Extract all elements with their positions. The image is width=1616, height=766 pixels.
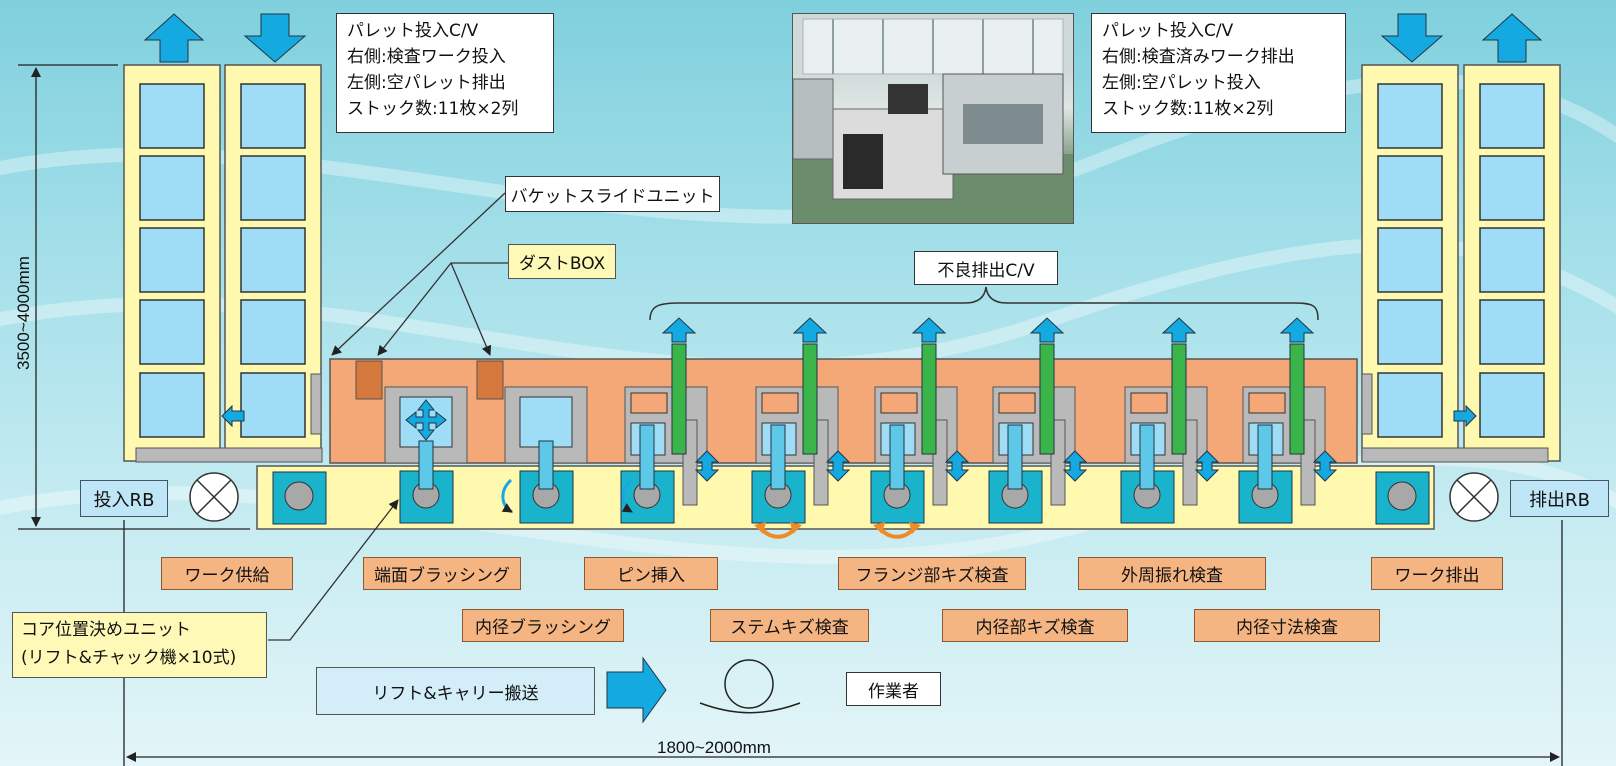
process-inner-brushing: 内径ブラッシング bbox=[462, 609, 624, 642]
vertical-move-arrow-icon bbox=[1194, 450, 1220, 482]
right-pallet-conveyor bbox=[1361, 64, 1561, 463]
left-cv-line-3: 左側:空パレット排出 bbox=[347, 73, 506, 93]
right-cv-line-2: 右側:検査済みワーク排出 bbox=[1102, 47, 1295, 67]
four-way-arrow-icon bbox=[405, 399, 447, 441]
core-unit-callout: コア位置決めユニット (リフト&チャック機×10式) bbox=[12, 612, 267, 678]
dust-box-left bbox=[355, 360, 383, 400]
leader-core-unit bbox=[268, 499, 399, 641]
rotate-icon bbox=[501, 478, 513, 514]
rotate-orange-head-icon bbox=[909, 522, 921, 534]
right-shift-arrow-icon bbox=[1453, 404, 1477, 428]
leader-bucket-slide bbox=[331, 192, 506, 356]
output-robot-icon bbox=[1449, 472, 1499, 522]
left-cv-line-1: パレット投入C/V bbox=[347, 21, 479, 41]
reject-up-arrow-icon bbox=[911, 317, 947, 343]
process-end-brushing: 端面ブラッシング bbox=[363, 557, 521, 590]
transport-legend-label: リフト&キャリー搬送 bbox=[316, 667, 595, 715]
vertical-move-arrow-icon bbox=[825, 450, 851, 482]
reject-cv-brace bbox=[649, 286, 1319, 321]
process-stem-inspection: ステムキズ検査 bbox=[710, 609, 869, 642]
worker-icon bbox=[699, 659, 801, 714]
left-shift-arrow-icon bbox=[221, 404, 245, 428]
process-runout-inspection: 外周振れ検査 bbox=[1078, 557, 1266, 590]
left-cv-callout: パレット投入C/V 右側:検査ワーク投入 左側:空パレット排出 ストック数:11… bbox=[336, 13, 554, 133]
right-cv-callout: パレット投入C/V 右側:検査済みワーク排出 左側:空パレット投入 ストック数:… bbox=[1091, 13, 1346, 133]
vertical-move-arrow-icon bbox=[1312, 450, 1338, 482]
input-robot-icon bbox=[189, 472, 239, 522]
width-dimension-label: 1800~2000mm bbox=[657, 738, 771, 757]
vertical-move-arrow-icon bbox=[1062, 450, 1088, 482]
core-unit-line-1: コア位置決めユニット bbox=[21, 620, 191, 640]
pallet-out-arrow-icon bbox=[143, 13, 205, 63]
right-cv-line-1: パレット投入C/V bbox=[1102, 21, 1234, 41]
station-inner-dimension-inspection bbox=[1238, 317, 1338, 524]
station-pin-insertion bbox=[620, 317, 720, 524]
reject-up-arrow-icon bbox=[1161, 317, 1197, 343]
process-work-discharge: ワーク排出 bbox=[1371, 557, 1503, 590]
vertical-move-arrow-icon bbox=[694, 450, 720, 482]
station-stem-inspection bbox=[751, 317, 851, 524]
process-work-supply: ワーク供給 bbox=[161, 557, 293, 590]
right-cv-line-4: ストック数:11枚×2列 bbox=[1102, 99, 1274, 119]
core-unit-line-2: (リフト&チャック機×10式) bbox=[21, 648, 237, 668]
left-cv-line-2: 右側:検査ワーク投入 bbox=[347, 47, 506, 67]
worker-legend-label: 作業者 bbox=[846, 672, 941, 706]
pallet-out-arrow-right-icon bbox=[1481, 13, 1543, 63]
reject-up-arrow-icon bbox=[792, 317, 828, 343]
rotate-icon bbox=[621, 478, 633, 514]
reject-cv-label: 不良排出C/V bbox=[914, 251, 1058, 285]
reject-up-arrow-icon bbox=[661, 317, 697, 343]
station-flange-inspection bbox=[870, 317, 970, 524]
pallet-in-arrow-icon bbox=[243, 13, 307, 63]
height-dimension-label: 3500~4000mm bbox=[14, 256, 33, 370]
rotate-orange-head-icon bbox=[754, 522, 766, 534]
dust-box-label: ダストBOX bbox=[508, 244, 616, 279]
right-cv-line-3: 左側:空パレット投入 bbox=[1102, 73, 1261, 93]
input-robot-label: 投入RB bbox=[80, 480, 168, 517]
station-inner-brushing bbox=[504, 386, 588, 524]
system-photo bbox=[792, 13, 1074, 224]
rotate-orange-head-icon bbox=[873, 522, 885, 534]
vertical-move-arrow-icon bbox=[944, 450, 970, 482]
left-pallet-conveyor bbox=[123, 64, 323, 463]
transport-arrow-icon bbox=[606, 656, 667, 724]
station-runout-inspection bbox=[1120, 317, 1220, 524]
reject-up-arrow-icon bbox=[1279, 317, 1315, 343]
dust-box-right bbox=[476, 360, 504, 400]
height-dimension-line bbox=[18, 64, 250, 530]
left-cv-line-4: ストック数:11枚×2列 bbox=[347, 99, 519, 119]
process-inner-flaw-inspection: 内径部キズ検査 bbox=[942, 609, 1128, 642]
reject-up-arrow-icon bbox=[1029, 317, 1065, 343]
pallet-in-arrow-right-icon bbox=[1380, 13, 1444, 63]
station-feed bbox=[272, 471, 327, 525]
station-discharge bbox=[1375, 471, 1430, 525]
rotate-orange-head-icon bbox=[790, 522, 802, 534]
process-pin-insertion: ピン挿入 bbox=[584, 557, 718, 590]
process-inner-dimension-inspection: 内径寸法検査 bbox=[1194, 609, 1380, 642]
leader-dust-box-2 bbox=[450, 262, 492, 356]
process-flange-inspection: フランジ部キズ検査 bbox=[838, 557, 1026, 590]
output-robot-label: 排出RB bbox=[1510, 480, 1609, 517]
bucket-slide-label: バケットスライドユニット bbox=[505, 176, 720, 212]
station-inner-flaw-inspection bbox=[988, 317, 1088, 524]
